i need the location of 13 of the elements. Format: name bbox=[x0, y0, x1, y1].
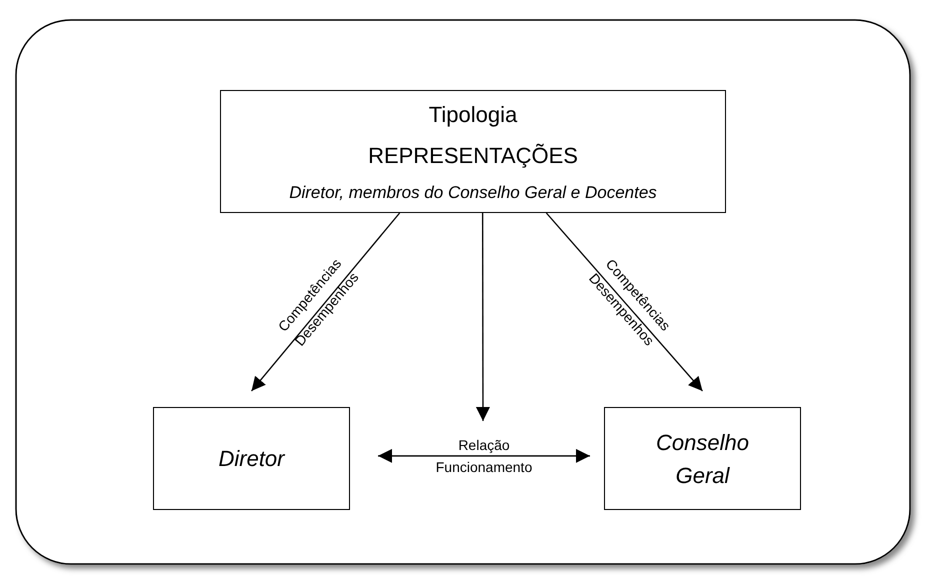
role-box bbox=[153, 407, 350, 510]
subtitle: Diretor, membros do Conselho Geral e Docentes bbox=[289, 182, 657, 204]
heading: REPRESENTAÇÕES bbox=[368, 142, 578, 170]
role-name: Diretor bbox=[218, 445, 284, 473]
edge-label: Relação Funcionamento bbox=[434, 436, 534, 477]
arrow bbox=[378, 448, 590, 463]
heading: Tipologia bbox=[428, 100, 518, 129]
tipology-box bbox=[220, 90, 726, 213]
arrow bbox=[476, 213, 490, 421]
arrow bbox=[251, 212, 400, 392]
role-name: Conselho Geral bbox=[655, 428, 750, 490]
arrow bbox=[546, 212, 703, 392]
role-box bbox=[604, 407, 801, 510]
